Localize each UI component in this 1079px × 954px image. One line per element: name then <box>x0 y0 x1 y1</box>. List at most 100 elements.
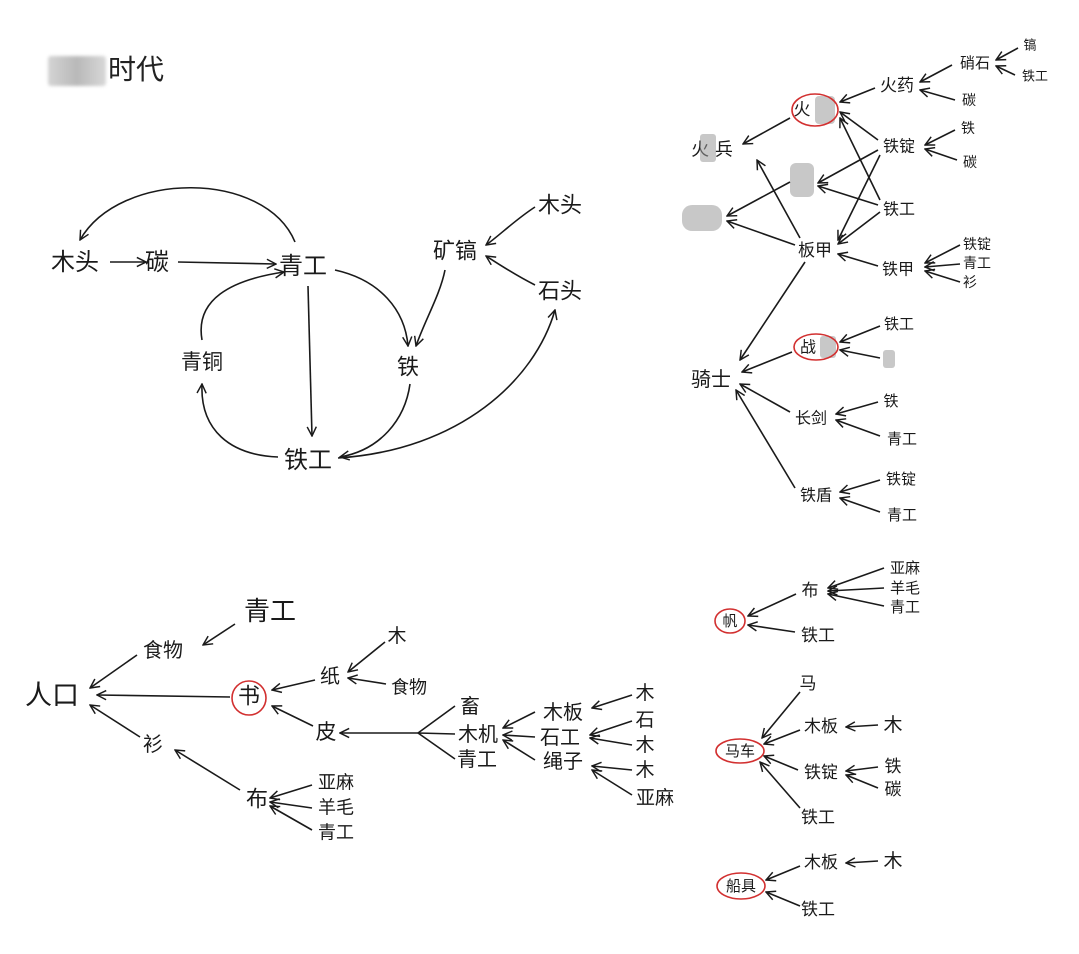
edge-tieding-upper <box>818 149 879 183</box>
node-xiaoshi: 硝石 <box>960 54 990 72</box>
edge-qinggong-bu-2 <box>828 594 885 607</box>
edge-yangmao-bu <box>270 802 313 809</box>
edge-xiaoshi-huoyao <box>920 64 953 82</box>
edge-qinggong-tiejia <box>925 264 961 267</box>
node-shengzi: 绳子 <box>543 749 583 773</box>
node-yama-1: 亚麻 <box>636 787 674 809</box>
edge-mutou-kuanggao <box>486 206 536 245</box>
edge-tieding-mache <box>764 756 799 771</box>
edge-tie-changjian <box>836 401 879 414</box>
node-gao: 镐 <box>1023 38 1036 54</box>
edge-pi-branches <box>417 705 456 760</box>
edge-tieding-tiejia <box>925 244 961 263</box>
blurred-label-huoq <box>815 96 835 124</box>
edge-mu-muban <box>592 694 633 708</box>
highlight-circle-fan <box>714 608 746 634</box>
node-tie-4: 铁 <box>885 757 902 777</box>
node-huoq: 火 <box>794 100 811 120</box>
node-tan-2: 碳 <box>962 93 976 109</box>
node-tieding-1: 铁锭 <box>883 137 915 156</box>
blurred-input-zhan <box>883 350 895 368</box>
highlight-circle-shu <box>231 680 267 716</box>
edge-tiegong-shitou <box>337 310 555 459</box>
blurred-label-huobing <box>700 134 716 162</box>
node-tiegong-2: 铁工 <box>1022 70 1048 85</box>
blurred-node-upper <box>790 163 814 197</box>
edge-changjian-qishi <box>740 384 791 413</box>
highlight-circle-zhan <box>793 333 839 361</box>
node-qishi: 骑士 <box>691 367 731 391</box>
node-tiegong-7: 铁工 <box>801 900 835 920</box>
node-muban-1: 木板 <box>543 700 583 724</box>
node-mu-6: 木 <box>883 850 902 872</box>
edge-banjia-qishi <box>740 261 806 360</box>
edge-qinggong-shiwu <box>203 623 236 645</box>
node-kuanggao: 矿镐 <box>433 240 477 265</box>
edge-mu-muban-2 <box>846 725 879 727</box>
highlight-circle-huoq <box>791 93 839 127</box>
edge-mu-shengzi <box>592 766 633 770</box>
edge-yama-bu <box>270 784 313 798</box>
node-tie-2: 铁 <box>961 121 975 137</box>
node-bu-1: 布 <box>246 788 268 813</box>
node-tiedun: 铁盾 <box>800 486 832 505</box>
node-shiwu-1: 食物 <box>143 638 183 662</box>
node-mutou-1: 木头 <box>51 248 99 276</box>
node-shiwu-2: 食物 <box>391 678 427 699</box>
node-yama-2: 亚麻 <box>318 773 354 794</box>
node-tan-1: 碳 <box>145 248 169 276</box>
node-qinggong-1: 青工 <box>279 252 327 280</box>
page-title: 时代 <box>48 48 164 88</box>
node-shu: 书 <box>238 685 260 710</box>
edge-muban-muji <box>503 711 536 728</box>
edge-qinggong-tiegong <box>308 285 312 436</box>
highlight-circle-mache <box>715 738 765 764</box>
node-yama-3: 亚麻 <box>890 559 920 577</box>
edge-banjia-huobing <box>757 160 801 239</box>
edge-qinggong-bu <box>270 806 313 831</box>
node-mutou-2: 木头 <box>538 194 582 219</box>
node-tiegong-3: 铁工 <box>883 200 915 219</box>
blurred-node-lower <box>682 205 722 231</box>
node-renkou: 人口 <box>25 681 79 712</box>
edge-pi-shu <box>272 706 314 727</box>
edge-shigong-muji <box>503 735 536 737</box>
edge-tie-tieding <box>925 129 956 145</box>
edge-qinggong-mutou <box>80 186 296 243</box>
edge-tiegong-qingtong <box>202 384 279 458</box>
edge-input-zhan <box>840 350 881 359</box>
node-yangmao-1: 羊毛 <box>318 798 354 819</box>
edge-shiwu-renkou <box>90 654 138 688</box>
edge-mu-zhi <box>348 641 386 672</box>
node-shitou: 石头 <box>538 280 582 305</box>
edge-tan-qinggong <box>177 262 276 264</box>
node-mu-1: 木 <box>387 625 406 647</box>
node-qinggong-7: 青工 <box>887 506 917 524</box>
blurred-prefix <box>48 56 106 86</box>
node-shan: 衫 <box>143 732 163 756</box>
node-shigong: 石工 <box>540 725 580 749</box>
node-zhan: 战 <box>800 338 816 357</box>
edge-tie-tieding-4 <box>846 767 879 771</box>
node-mu-2: 木 <box>635 682 654 704</box>
edge-qinggong-changjian <box>836 420 881 437</box>
edge-tan-tieding-4 <box>846 775 879 789</box>
node-mu-4: 木 <box>635 759 654 781</box>
node-shan-2: 衫 <box>963 275 977 291</box>
node-muban-2: 木板 <box>804 717 838 737</box>
node-tieding-3: 铁锭 <box>886 470 916 488</box>
edge-gao-xiaoshi <box>996 47 1019 60</box>
edge-huoq-huobing <box>743 117 791 144</box>
node-tan-4: 碳 <box>885 780 902 800</box>
edge-banjia-lower <box>727 221 796 246</box>
edge-kuanggao-tie <box>416 269 446 346</box>
edge-shi-shigong <box>590 720 633 735</box>
node-tiegong-6: 铁工 <box>801 808 835 828</box>
blurred-label-zhan <box>820 336 836 358</box>
edge-zhan-qishi <box>742 351 793 372</box>
edge-tieding-banjia <box>838 154 881 240</box>
node-banjia: 板甲 <box>798 241 832 261</box>
edge-qingtong-qinggong <box>200 272 284 341</box>
node-yangmao-2: 羊毛 <box>890 579 920 597</box>
edge-huoyao-huoq <box>840 87 876 102</box>
